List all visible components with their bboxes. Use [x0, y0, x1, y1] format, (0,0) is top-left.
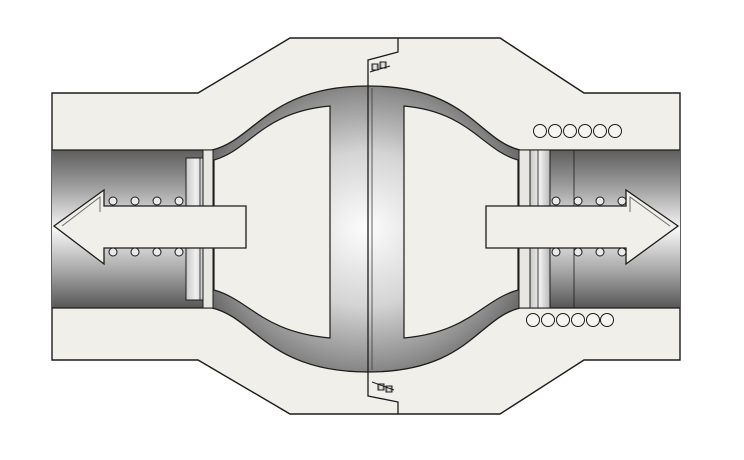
bolt-hole	[526, 313, 540, 327]
springs	[108, 196, 627, 257]
bolt-hole	[533, 124, 547, 138]
bolt-hole	[578, 124, 592, 138]
bolt-hole	[571, 313, 585, 327]
bolt-hole	[541, 313, 555, 327]
spring-coil	[174, 247, 184, 257]
bolt-hole	[586, 313, 600, 327]
right-stem-arrow	[485, 188, 680, 266]
bolt-hole	[556, 313, 570, 327]
right-seat-plate	[403, 105, 519, 339]
bolt-hole	[548, 124, 562, 138]
bolt-hole	[608, 124, 622, 138]
spring-coil	[617, 196, 627, 206]
spring-coil	[617, 247, 627, 257]
bolt-hole	[593, 124, 607, 138]
split-teeth-bottom	[371, 381, 395, 393]
bolt-hole	[563, 124, 577, 138]
spring-coil	[174, 196, 184, 206]
spring-coil	[595, 196, 605, 206]
spring-coil	[108, 196, 118, 206]
spring-coil	[108, 247, 118, 257]
spring-coil	[573, 196, 583, 206]
spring-coil	[551, 196, 561, 206]
spring-coil	[595, 247, 605, 257]
spring-coil	[551, 247, 561, 257]
spring-coil	[130, 196, 140, 206]
body-split-line	[367, 38, 399, 414]
bolt-hole	[600, 313, 614, 327]
left-seat-plate	[213, 105, 331, 339]
split-teeth-top	[369, 61, 391, 73]
spring-coil	[130, 247, 140, 257]
spring-coil	[152, 196, 162, 206]
bolt-holes	[526, 124, 622, 327]
spring-coil	[573, 247, 583, 257]
left-stem-arrow	[52, 188, 247, 266]
spring-coil	[152, 247, 162, 257]
